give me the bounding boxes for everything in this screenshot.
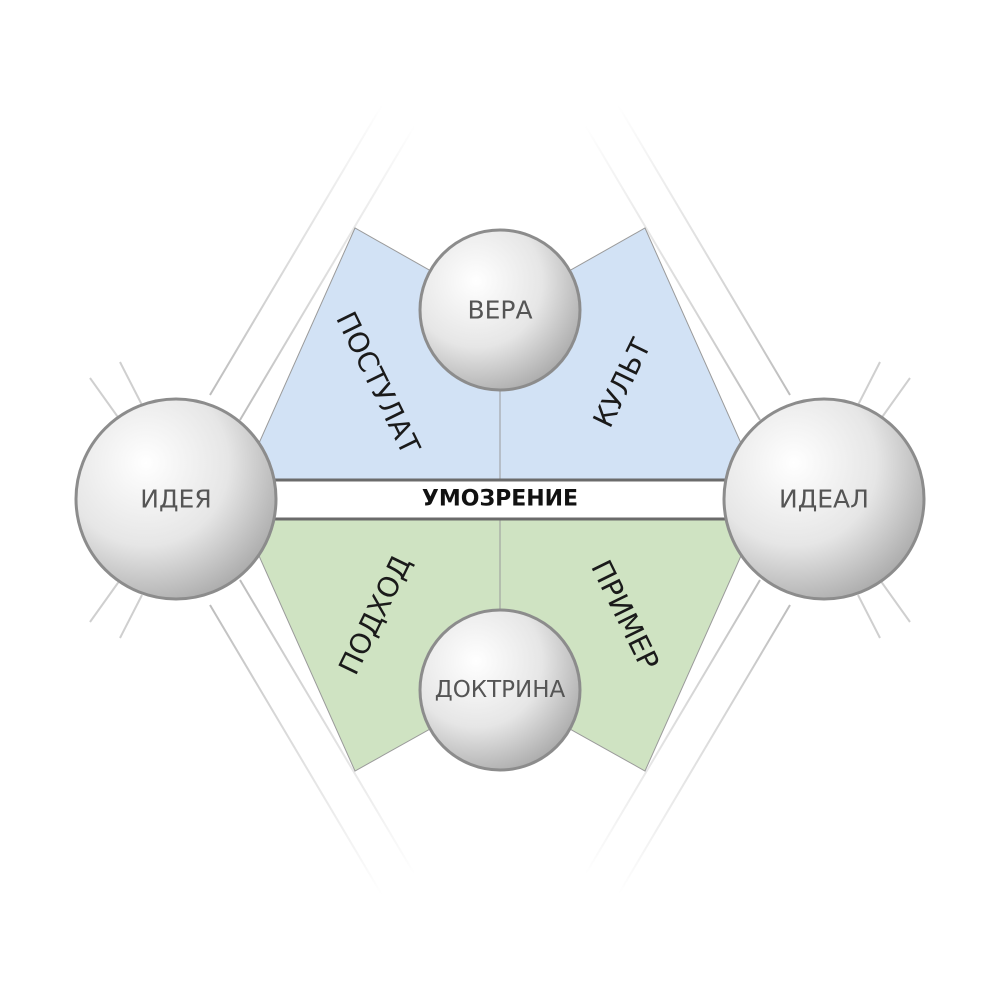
spoke-right-ur1 [879,377,911,421]
guide-line-upper-right-1 [617,104,791,396]
spoke-right-ur2 [857,361,881,406]
spoke-right-lr1 [879,579,911,623]
center-band [270,479,730,520]
node-label-ideal: ИДЕАЛ [779,485,869,514]
sphere-ideya [74,397,278,601]
sphere-spokes [28,361,972,639]
guide-line-upper-left-2 [239,124,416,421]
guide-line-upper-right-2 [584,124,761,421]
node-vera: ВЕРА [418,228,582,392]
guide-line-lower-left-2 [239,579,416,876]
outer-guide-lines [209,104,791,896]
node-label-vera: ВЕРА [467,296,532,325]
spoke-left-ll1 [89,579,121,623]
spoke-left-ul1 [89,377,121,421]
node-ideya: ИДЕЯ [74,397,278,601]
sphere-doktrina [418,608,582,772]
spoke-left-ul2 [119,361,143,406]
guide-line-lower-right-1 [617,604,791,896]
sphere-ideal [722,397,926,601]
node-ideal: ИДЕАЛ [722,397,926,601]
spoke-left-ll2 [119,594,143,639]
sphere-vera [418,228,582,392]
spoke-right-lr2 [857,594,881,639]
guide-line-lower-right-2 [584,579,761,876]
guide-line-lower-left-1 [209,604,383,896]
guide-line-upper-left-1 [209,104,383,396]
node-label-doktrina: ДОКТРИНА [435,677,566,703]
node-label-ideya: ИДЕЯ [140,485,211,514]
center-band-label: УМОЗРЕНИЕ [422,487,578,512]
node-doktrina: ДОКТРИНА [418,608,582,772]
